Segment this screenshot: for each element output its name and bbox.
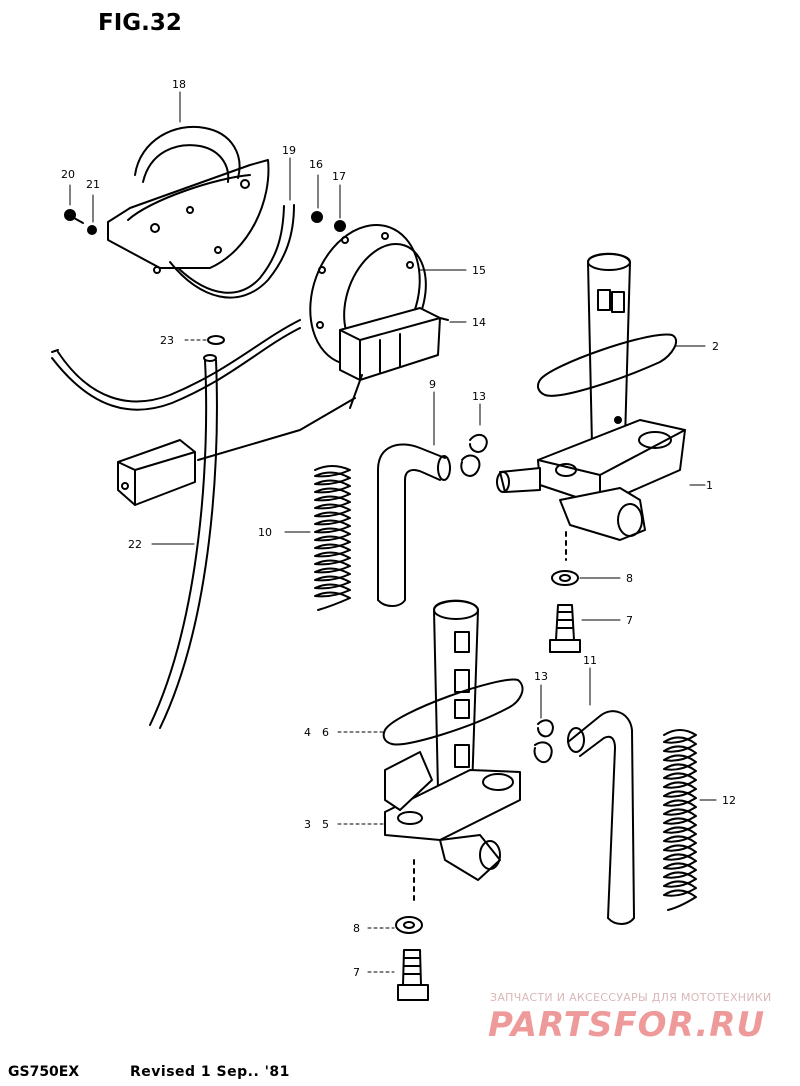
callout-7-lower: 7 (353, 966, 360, 979)
callout-4: 4 (304, 726, 311, 739)
part-17-washer (334, 220, 346, 232)
callout-16: 16 (309, 158, 323, 171)
callout-21: 21 (86, 178, 100, 191)
part-4-gasket (382, 678, 524, 746)
callout-7-upper: 7 (626, 614, 633, 627)
callout-8-upper: 8 (626, 572, 633, 585)
callout-15: 15 (472, 264, 486, 277)
watermark-logo: PARTSFOR.RU (488, 1005, 766, 1045)
part-12-spring (663, 729, 697, 911)
part-10-spring (314, 465, 351, 611)
model-code: GS750EX (8, 1064, 80, 1080)
callout-9: 9 (429, 378, 436, 391)
callout-2: 2 (712, 340, 719, 353)
part-2-gasket (536, 333, 678, 397)
part-7-bolt-lower (397, 949, 429, 1001)
callout-6: 6 (322, 726, 329, 739)
part-7-bolt (549, 604, 581, 653)
part-13-clip (460, 433, 488, 477)
part-3-fuel-cock (384, 599, 521, 881)
figure-title: FIG.32 (98, 10, 182, 36)
part-9-elbow-hose (377, 443, 451, 607)
callout-13-upper: 13 (472, 390, 486, 403)
callout-11: 11 (583, 654, 597, 667)
part-20-screw (64, 209, 84, 224)
part-11-elbow-hose (567, 710, 635, 925)
callout-8-lower: 8 (353, 922, 360, 935)
part-13-clip-lower (533, 719, 554, 764)
part-1-fuel-cock (496, 252, 686, 541)
part-19-cushion (169, 204, 295, 299)
part-16-screw (311, 211, 323, 223)
part-18-bracket (107, 125, 270, 274)
part-8-washer (551, 570, 579, 586)
revision-note: Revised 1 Sep.. '81 (130, 1064, 290, 1080)
float-assembly (117, 397, 356, 506)
callout-17: 17 (332, 170, 346, 183)
part-23-clamp (207, 335, 225, 345)
callout-14: 14 (472, 316, 486, 329)
part-8-washer-lower (395, 916, 423, 934)
part-22-hose (149, 354, 218, 729)
watermark-tagline: ЗАПЧАСТИ И АКСЕССУАРЫ ДЛЯ МОТОТЕХНИКИ (490, 991, 772, 1004)
leader-lines (69, 91, 717, 973)
callout-22: 22 (128, 538, 142, 551)
part-14-sender-unit (339, 307, 449, 409)
callout-19: 19 (282, 144, 296, 157)
callout-23: 23 (160, 334, 174, 347)
part-21-washer (87, 225, 97, 235)
callout-10: 10 (258, 526, 272, 539)
callout-20: 20 (61, 168, 75, 181)
gauge-wire (51, 319, 301, 411)
callout-12: 12 (722, 794, 736, 807)
callout-13-lower: 13 (534, 670, 548, 683)
callout-18: 18 (172, 78, 186, 91)
callout-3: 3 (304, 818, 311, 831)
callout-labels: 1 2 3 4 5 6 7 7 8 8 9 10 11 12 13 13 14 … (61, 78, 736, 979)
callout-1: 1 (706, 479, 713, 492)
callout-5: 5 (322, 818, 329, 831)
